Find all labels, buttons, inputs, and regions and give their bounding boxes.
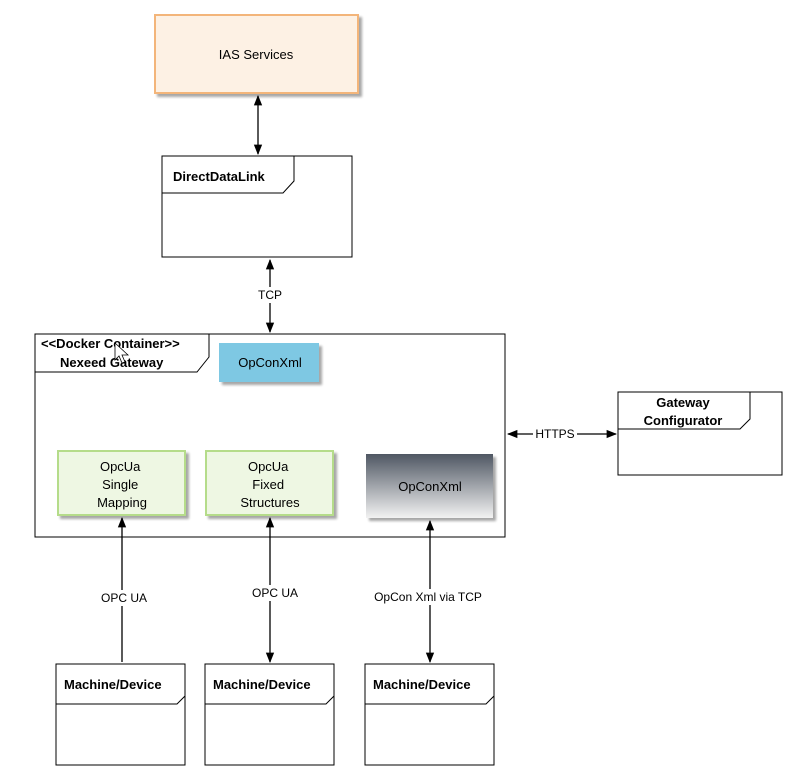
opcua-single-mapping-label: OpcUa Single Mapping	[97, 459, 147, 510]
direct-data-link-title: DirectDataLink	[173, 169, 266, 184]
direct-data-link-frame	[161, 155, 353, 258]
opconxml-bottom-label: OpConXml	[398, 479, 462, 494]
opconxml-bottom-node	[366, 454, 493, 518]
gateway-configurator-title-1: Gateway	[656, 395, 710, 410]
gateway-configurator-title-2: Configurator	[644, 413, 723, 428]
opcua-fixed-structures-node	[205, 450, 334, 516]
opcua-single-mapping-node	[57, 450, 186, 516]
gateway-stereotype: <<Docker Container>>	[41, 336, 180, 351]
gateway-configurator-frame	[617, 391, 783, 476]
gateway-name: Nexeed Gateway	[60, 355, 164, 370]
opconxml-top-label: OpConXml	[238, 355, 302, 370]
machine-device-frame-3	[364, 663, 495, 766]
opconxml-top-node	[219, 343, 319, 382]
opcon-xml-link-label: OpCon Xml via TCP	[374, 590, 482, 604]
machine-device-title-1: Machine/Device	[64, 677, 162, 692]
tcp-link-label: TCP	[258, 288, 282, 302]
machine-device-title-3: Machine/Device	[373, 677, 471, 692]
opcua-link-label-2: OPC UA	[252, 586, 298, 600]
machine-device-title-2: Machine/Device	[213, 677, 311, 692]
https-link-label: HTTPS	[535, 427, 574, 441]
opcua-fixed-structures-label: OpcUa Fixed Structures	[240, 459, 300, 510]
mouse-cursor-icon	[114, 342, 130, 364]
ias-services-node	[154, 14, 359, 94]
machine-device-frame-1	[55, 663, 186, 766]
ias-services-label: IAS Services	[219, 47, 294, 62]
machine-device-frame-2	[204, 663, 335, 766]
opcua-link-label-1: OPC UA	[101, 591, 147, 605]
